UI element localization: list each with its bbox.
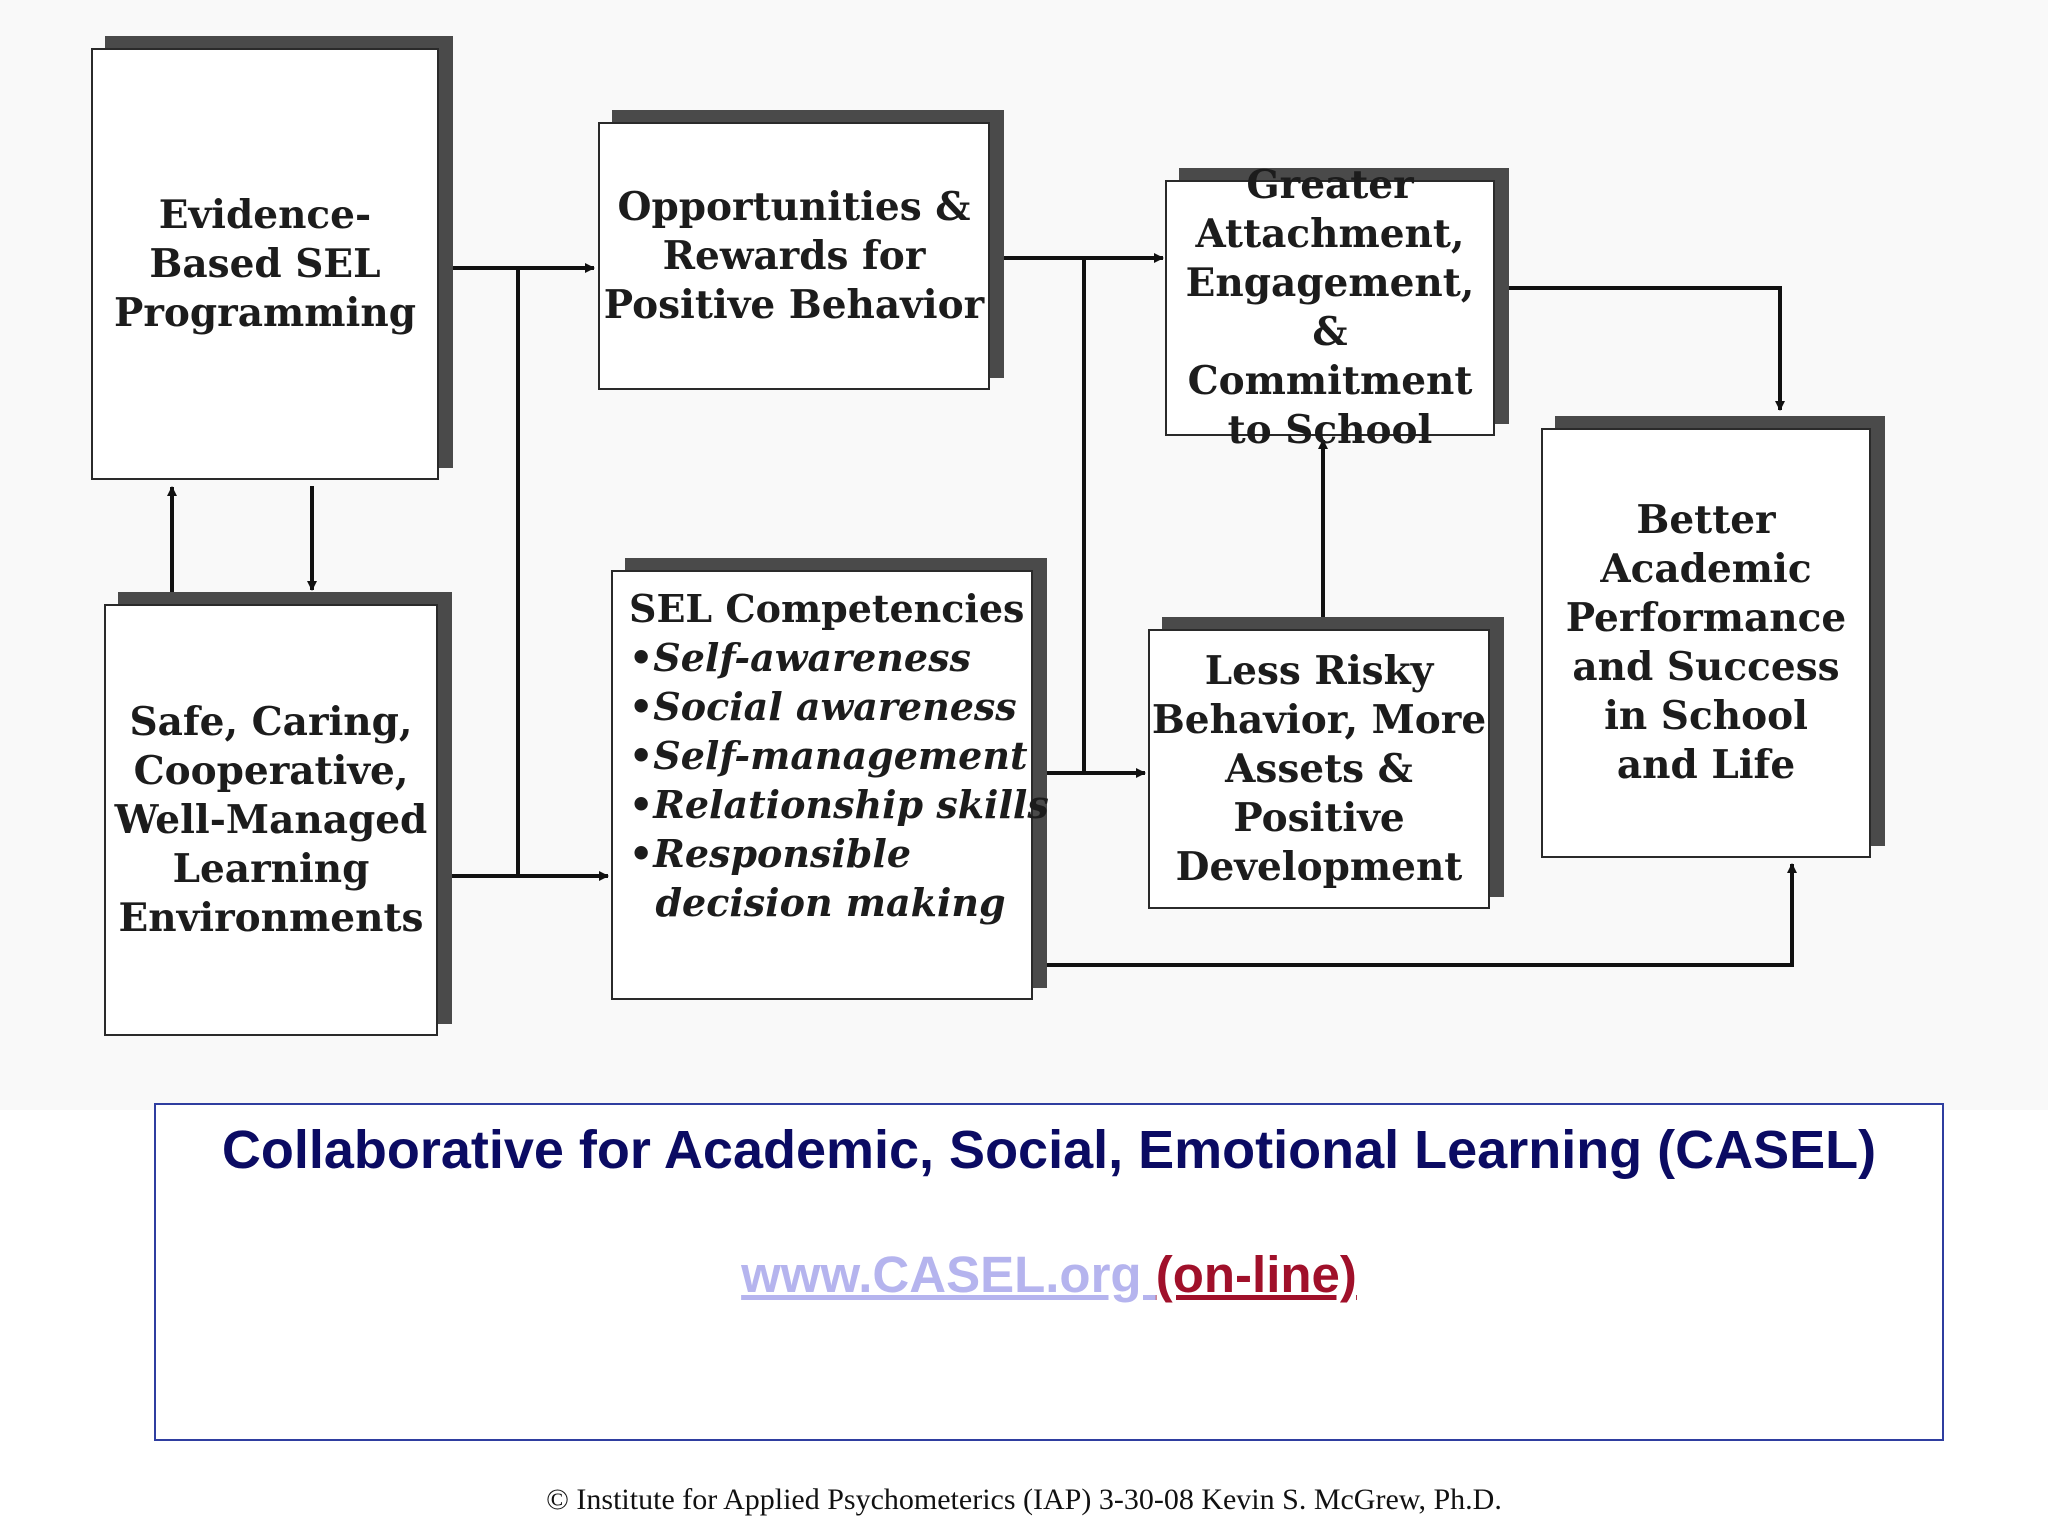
diagram-area: Evidence- Based SEL Programming Safe, Ca…	[91, 48, 1871, 1036]
box-safe-environments-label: Safe, Caring, Cooperative, Well-Managed …	[114, 698, 428, 941]
box-less-risky-label: Less Risky Behavior, More Assets & Posit…	[1151, 647, 1487, 890]
competency-item: •Relationship skills	[629, 782, 1049, 827]
competency-item: •Self-awareness	[629, 635, 971, 680]
box-safe-learning-environments: Safe, Caring, Cooperative, Well-Managed …	[104, 604, 438, 1036]
connector-lines	[167, 253, 1797, 967]
box-better-academic-performance: Better Academic Performance and Success …	[1541, 428, 1871, 858]
box-sel-competencies: SEL Competencies •Self-awareness •Social…	[611, 570, 1049, 1000]
box-evidence-based-label: Evidence- Based SEL Programming	[114, 191, 416, 336]
box-less-risky-behavior: Less Risky Behavior, More Assets & Posit…	[1148, 629, 1490, 909]
box-opportunities-label: Opportunities & Rewards for Positive Beh…	[603, 183, 985, 328]
sel-competencies-heading: SEL Competencies	[629, 586, 1025, 631]
casel-title: Collaborative for Academic, Social, Emot…	[221, 1120, 1877, 1180]
box-better-academic-label: Better Academic Performance and Success …	[1565, 497, 1847, 788]
footer-copyright: © Institute for Applied Psychometerics (…	[546, 1483, 1502, 1516]
box-evidence-based-sel-programming: Evidence- Based SEL Programming	[91, 48, 439, 480]
casel-online-link[interactable]: (on-line)	[1155, 1246, 1357, 1303]
box-greater-attachment-label: Greater Attachment, Engagement, & Commit…	[1185, 162, 1475, 453]
competency-item: •Responsible decision making	[629, 831, 1006, 925]
arrow-competencies-to-better-academic	[1033, 863, 1797, 967]
casel-url-link[interactable]: www.CASEL.org	[741, 1246, 1156, 1303]
competency-item: •Social awareness	[629, 684, 1017, 729]
box-greater-attachment: Greater Attachment, Engagement, & Commit…	[1165, 162, 1495, 453]
arrow-attachment-to-better-academic	[1493, 286, 1785, 411]
box-opportunities-rewards: Opportunities & Rewards for Positive Beh…	[598, 122, 990, 390]
competency-item: •Self-management	[629, 733, 1028, 778]
casel-link-line: www.CASEL.org (on-line)	[156, 1245, 1942, 1304]
casel-panel: Collaborative for Academic, Social, Emot…	[154, 1103, 1944, 1441]
